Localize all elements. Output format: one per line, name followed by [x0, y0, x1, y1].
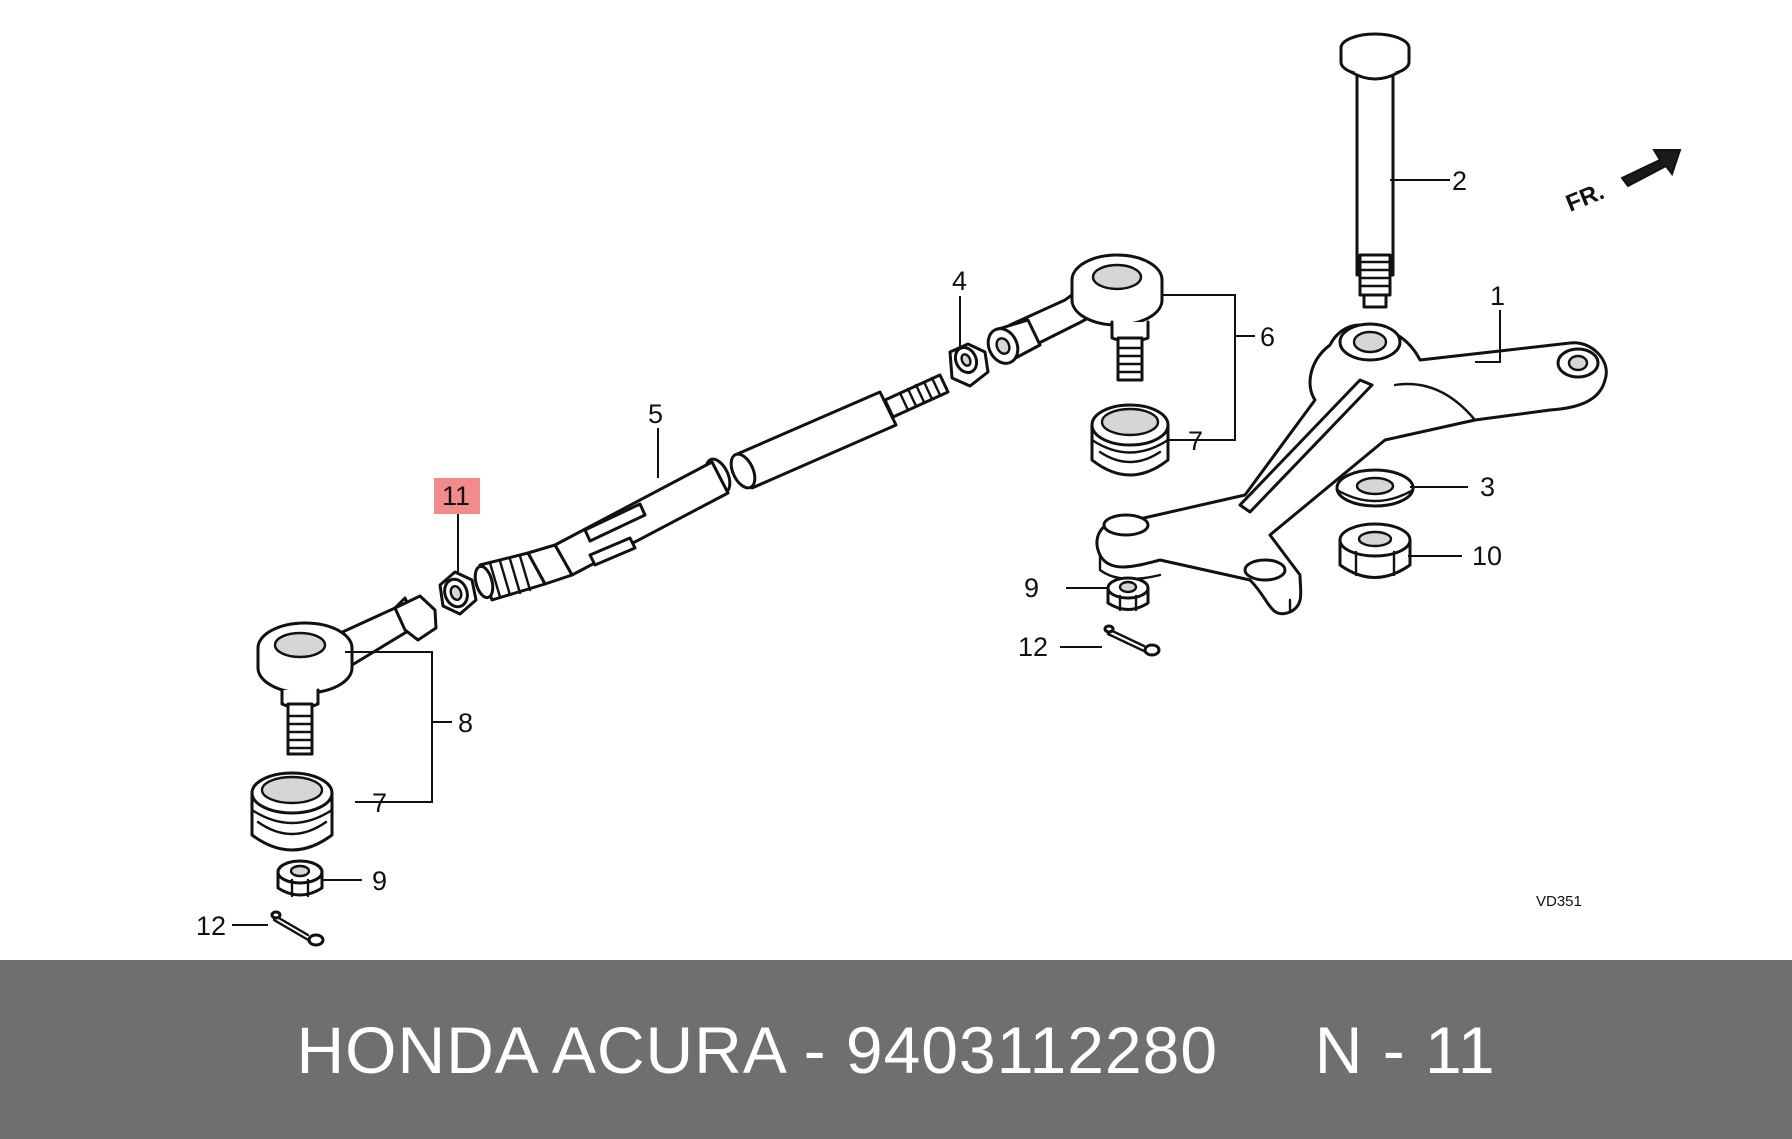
- part-7-boot-left: [250, 771, 334, 852]
- callout-10: 10: [1472, 541, 1502, 571]
- leader-lines: [232, 179, 1501, 926]
- part-3-washer: [1335, 468, 1415, 508]
- part-8-tie-rod-end-left: [256, 594, 438, 756]
- callout-12-left: 12: [196, 911, 226, 941]
- part-9-castle-nut-right: [1106, 576, 1150, 612]
- footer-banner: HONDA ACURA - 9403112280 N - 11: [0, 960, 1792, 1139]
- callouts: 1 2 3 4 5 6 7 7 8 9 9 10 11 12 12: [196, 166, 1505, 941]
- callout-5: 5: [648, 399, 663, 429]
- part-1-steering-arm: [1095, 322, 1608, 616]
- part-4-lock-nut: [948, 342, 990, 388]
- part-11-lock-nut: [438, 570, 478, 616]
- part-number-caption: HONDA ACURA - 9403112280 N - 11: [296, 1012, 1496, 1087]
- part-5-tie-rod: [473, 373, 950, 602]
- callout-2: 2: [1452, 166, 1467, 196]
- parts-diagram: FR. 1 2 3 4 5 6 7 7 8 9 9 10 11 12: [196, 32, 1682, 947]
- callout-9-left: 9: [372, 866, 387, 896]
- callout-8: 8: [458, 708, 473, 738]
- callout-11-highlight: [434, 478, 480, 514]
- callout-6: 6: [1260, 322, 1275, 352]
- part-12-cotter-pin-right: [1103, 624, 1161, 657]
- part-6-tie-rod-end-right: [986, 253, 1164, 382]
- callout-11: 11: [442, 481, 470, 511]
- part-12-cotter-pin-left: [270, 910, 325, 947]
- callout-7-left: 7: [372, 788, 387, 818]
- part-10-flange-nut: [1338, 522, 1412, 579]
- callout-4: 4: [952, 266, 967, 296]
- drawing-code: VD351: [1536, 893, 1582, 910]
- callout-7-right: 7: [1188, 426, 1203, 456]
- callout-9-right: 9: [1024, 573, 1039, 603]
- front-direction-indicator: FR.: [1562, 149, 1682, 218]
- front-direction-label: FR.: [1562, 178, 1608, 218]
- callout-3: 3: [1480, 472, 1495, 502]
- callout-1: 1: [1490, 281, 1505, 311]
- callout-12-right: 12: [1018, 632, 1048, 662]
- part-7-boot-right: [1090, 403, 1170, 477]
- part-9-castle-nut-left: [276, 859, 324, 898]
- part-2-kingpin: [1339, 32, 1411, 309]
